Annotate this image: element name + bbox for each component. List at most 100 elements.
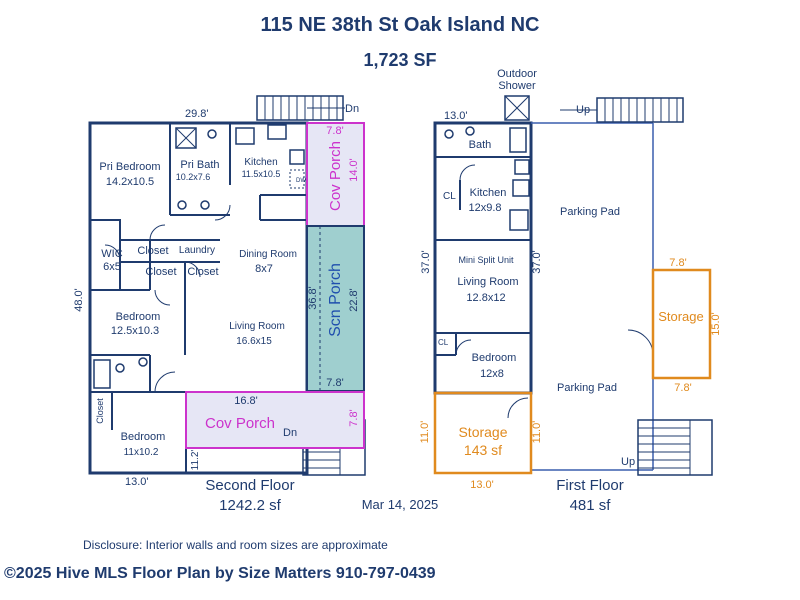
sink-icon — [465, 126, 475, 136]
room-name: Living Room — [457, 276, 518, 288]
storage-labels: Storage 143 sf 11.0' 11.0' 13.0' Storage… — [419, 257, 722, 491]
screened-porch — [306, 225, 365, 392]
room-size: 16.6x15 — [236, 336, 272, 347]
room-name: CL — [443, 191, 456, 202]
outdoor-shower-icon — [504, 95, 530, 121]
stove-icon — [512, 179, 530, 197]
room-name: Bath — [469, 139, 492, 151]
total-area: 1,723 SF — [363, 50, 437, 70]
toilet-icon — [115, 363, 125, 373]
porch-height: 7.8' — [348, 409, 360, 426]
parking-pad-label: Parking Pad — [557, 382, 617, 394]
footer-credit: ©2025 Hive MLS Floor Plan by Size Matter… — [4, 565, 436, 582]
stairs-down-label: Dn — [283, 427, 297, 439]
dim-bottom-side: 11.2' — [190, 450, 201, 471]
room-name: Bedroom — [472, 352, 517, 364]
porch-width: 7.8' — [326, 125, 343, 137]
room-name: Living Room — [229, 321, 285, 332]
room-size: 12.5x10.3 — [111, 325, 159, 337]
room-size: 10.2x7.6 — [176, 172, 211, 182]
room-name: Pri Bath — [180, 159, 219, 171]
storage-right — [651, 268, 712, 380]
room-name: Dining Room — [239, 249, 297, 260]
scn-porch-labels: 36.8' Scn Porch 22.8' 7.8' 16.8' — [234, 263, 360, 407]
kitchen-sink-icon — [514, 159, 530, 175]
ff-stairs-bottom — [637, 419, 713, 476]
room-size: 14.2x10.5 — [106, 176, 154, 188]
dim-right: 37.0' — [531, 250, 543, 274]
stairs-down-label: Dn — [345, 103, 359, 115]
storage-area: 143 sf — [464, 442, 502, 458]
storage-dim: 13.0' — [470, 479, 494, 491]
porch-height: 14.0' — [348, 158, 360, 182]
cov-porch-right — [306, 122, 365, 227]
room-name: WIC — [101, 248, 122, 260]
porch-name: Cov Porch — [327, 141, 344, 211]
fridge-icon — [235, 127, 255, 145]
cov-porch-labels: 7.8' Cov Porch 14.0' Cov Porch 7.8' — [205, 125, 360, 432]
porch-name: Cov Porch — [205, 415, 275, 432]
fridge-icon — [509, 209, 529, 231]
porch-width: 16.8' — [234, 395, 258, 407]
room-size: 12x9.8 — [468, 202, 501, 214]
porch-width: 7.8' — [326, 377, 343, 389]
room-size: 12.8x12 — [466, 292, 505, 304]
floor-area: 1242.2 sf — [219, 497, 281, 514]
second-floor-labels: 29.8' 48.0' 13.0' 11.2' Pri Bedroom 14.2… — [73, 103, 359, 488]
shower-icon — [175, 127, 197, 149]
disclosure-text: Disclosure: Interior walls and room size… — [83, 538, 388, 552]
sink-icon — [200, 200, 210, 210]
dim-top: 13.0' — [444, 110, 468, 122]
room-name: Closet — [95, 398, 105, 424]
kitchen-sink-icon — [289, 149, 305, 165]
porch-height: 22.8' — [348, 288, 360, 312]
room-name: Kitchen — [470, 187, 507, 199]
toilet-icon — [444, 129, 454, 139]
room-name: CL — [438, 338, 449, 347]
shower-icon — [509, 127, 527, 153]
dim-bottom: 13.0' — [125, 476, 149, 488]
storage-name: Storage — [658, 309, 704, 324]
sink-icon — [177, 200, 187, 210]
dim-left: 37.0' — [420, 250, 432, 274]
storage-left — [433, 391, 533, 475]
outdoor-shower-label: Outdoor — [497, 68, 537, 80]
plan-date: Mar 14, 2025 — [361, 497, 439, 512]
room-name: Pri Bedroom — [99, 161, 160, 173]
address-title: 115 NE 38th St Oak Island NC — [260, 14, 540, 36]
room-name: Bedroom — [121, 431, 166, 443]
room-size: 11x10.2 — [124, 447, 159, 458]
room-name: Kitchen — [244, 157, 277, 168]
dishwasher-label: DW — [296, 178, 306, 184]
cov-porch-bottom — [185, 391, 365, 449]
room-name: Laundry — [179, 245, 215, 256]
ff-stairs-top — [596, 97, 684, 123]
storage-dim: 15.0' — [710, 312, 722, 336]
bathtub-icon — [93, 359, 111, 389]
stove-icon — [267, 124, 287, 140]
floor-area: 481 sf — [569, 497, 611, 514]
parking-pad-label: Parking Pad — [560, 206, 620, 218]
room-size: 11.5x10.5 — [242, 169, 281, 179]
first-floor-labels: 13.0' 37.0' 37.0' Outdoor Shower Bath CL… — [420, 68, 635, 468]
dim-top: 29.8' — [185, 108, 209, 120]
porch-height: 36.8' — [307, 286, 319, 310]
toilet-icon — [207, 129, 217, 139]
room-name: Closet — [187, 266, 218, 278]
stairs-up-label: Up — [621, 456, 635, 468]
outdoor-shower-label: Shower — [498, 80, 536, 92]
room-size: 6x5 — [103, 261, 121, 273]
room-name: Bedroom — [116, 311, 161, 323]
storage-dim: 11.0' — [419, 421, 431, 444]
room-name: Closet — [137, 245, 168, 257]
dim-left: 48.0' — [73, 288, 85, 312]
second-floor-caption: Second Floor 1242.2 sf — [190, 476, 310, 516]
storage-name: Storage — [458, 424, 507, 440]
room-size: 8x7 — [255, 263, 273, 275]
room-name: Closet — [145, 266, 176, 278]
first-floor-caption: First Floor 481 sf — [530, 476, 650, 516]
sink-icon — [138, 357, 148, 367]
storage-dim: 7.8' — [674, 382, 691, 394]
storage-dim: 11.0' — [531, 421, 543, 444]
